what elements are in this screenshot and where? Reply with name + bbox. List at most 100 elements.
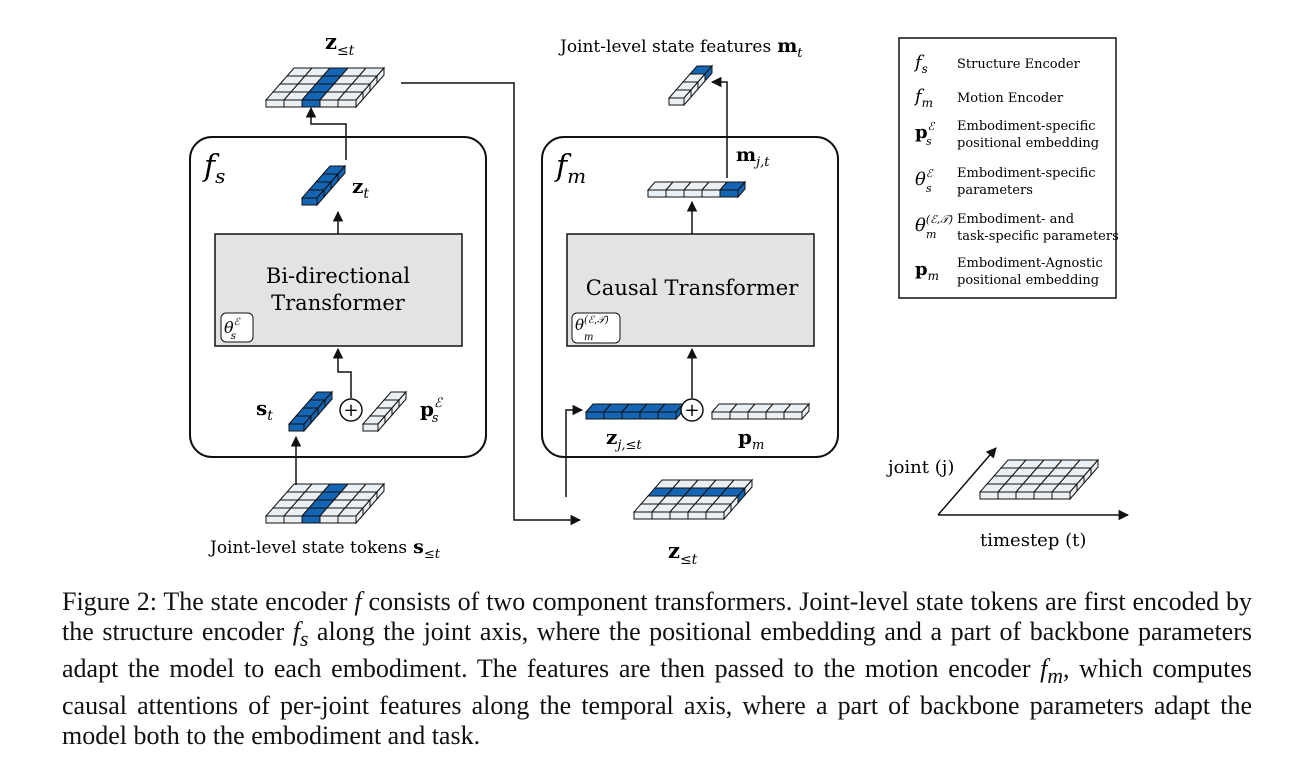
transformer-line2: Transformer bbox=[271, 291, 406, 315]
pm-embedding-bar bbox=[710, 402, 811, 421]
pm-bar-front bbox=[729, 411, 749, 420]
right-bottom-grid-front bbox=[633, 511, 653, 520]
legend-text: Embodiment-specific bbox=[957, 166, 1096, 181]
zt-label-sub: t bbox=[363, 186, 369, 202]
figure-caption: Figure 2: The state encoder f consists o… bbox=[62, 587, 1252, 751]
arrow-grid-to-zj bbox=[565, 404, 584, 497]
zt-label: z bbox=[352, 174, 363, 198]
motion-encoder-frame bbox=[541, 136, 839, 458]
zj-bar-front bbox=[621, 411, 641, 420]
mjt-label-sub: j,t bbox=[753, 155, 770, 170]
bottom-grid-sub: ≤t bbox=[424, 547, 441, 562]
mjt-bar-front bbox=[719, 189, 739, 198]
feature-stack-front bbox=[668, 97, 685, 106]
left-bottom-grid-side bbox=[376, 482, 385, 501]
top-features-math: m bbox=[777, 35, 797, 57]
svg-text:zj,≤t: zj,≤t bbox=[606, 425, 642, 453]
right-bottom-grid-front bbox=[705, 511, 725, 520]
bottom-grid-math: s bbox=[413, 536, 424, 558]
legend-text: Embodiment-specific bbox=[957, 119, 1096, 134]
ps-bar-front bbox=[362, 423, 379, 432]
caption-m2: f bbox=[292, 617, 300, 646]
theta-s-tag: θ bbox=[224, 318, 234, 337]
legend-text: Motion Encoder bbox=[957, 91, 1064, 106]
svg-text:pℰs: pℰs bbox=[420, 396, 443, 426]
st-bar-front bbox=[288, 423, 305, 432]
caption-p4: , which computes causal attentions of pe… bbox=[62, 654, 1253, 751]
right-bottom-grid-front bbox=[669, 511, 689, 520]
legend-text-2: task-specific parameters bbox=[957, 229, 1119, 244]
structure-encoder-frame bbox=[189, 136, 487, 458]
svg-text:fm: fm bbox=[554, 149, 586, 188]
svg-text:st: st bbox=[256, 396, 273, 424]
ps-label-sup: ℰ bbox=[434, 396, 443, 411]
axes-example-grid-front bbox=[997, 491, 1017, 500]
pm-bar-front bbox=[783, 411, 803, 420]
legend-text: Embodiment-Agnostic bbox=[957, 256, 1103, 271]
svg-text:z≤t: z≤t bbox=[325, 29, 355, 59]
zj-label: z bbox=[606, 425, 617, 449]
pm-bar-side bbox=[801, 402, 810, 421]
left-bottom-grid-front bbox=[337, 515, 357, 524]
zj-bar-front bbox=[639, 411, 659, 420]
theta-s-tag-sub: s bbox=[231, 331, 236, 342]
svg-text:zt: zt bbox=[352, 174, 369, 202]
caption-m1: f bbox=[354, 587, 362, 616]
right-bottom-grid-side bbox=[744, 478, 753, 497]
mjt-label: m bbox=[736, 144, 756, 166]
st-label-sub: t bbox=[267, 408, 273, 424]
top-grid-sub: ≤t bbox=[337, 43, 355, 59]
axes-example-grid-front bbox=[1051, 491, 1071, 500]
st-bar-side bbox=[324, 390, 333, 409]
svg-text:θ(ℰ,𝒯)m: θ(ℰ,𝒯)m bbox=[575, 315, 609, 343]
timestep-axis-label: timestep (t) bbox=[980, 530, 1086, 551]
legend-text-2: positional embedding bbox=[957, 136, 1099, 151]
arrow-top-grid-to-right-grid bbox=[401, 82, 582, 526]
pm-bar-front bbox=[765, 411, 785, 420]
left-top-grid-side bbox=[376, 66, 385, 85]
ps-bar-side bbox=[398, 390, 407, 409]
arrow-mjt-to-features bbox=[710, 76, 728, 178]
fs-name-sub: s bbox=[215, 164, 225, 188]
right-bottom-grid-front bbox=[687, 511, 707, 520]
zt-token-bar bbox=[300, 164, 347, 207]
theta-s-tag-sup: ℰ bbox=[234, 317, 241, 328]
transformer-line1: Bi-directional bbox=[266, 264, 410, 288]
feature-stack-side bbox=[704, 64, 713, 83]
mjt-bar-front bbox=[701, 189, 721, 198]
zt-bar-side bbox=[337, 164, 346, 183]
arrow-add-to-transformer bbox=[332, 347, 352, 398]
mjt-bar-side bbox=[737, 180, 746, 199]
legend-text: Structure Encoder bbox=[957, 57, 1081, 72]
legend-text-2: parameters bbox=[957, 183, 1033, 198]
svg-text:fs: fs bbox=[202, 149, 225, 188]
zt-bar-front bbox=[301, 197, 318, 206]
arrow-zt-to-top-grid bbox=[305, 106, 347, 160]
ps-label: p bbox=[420, 397, 434, 421]
right-bottom-grid-sub: ≤t bbox=[680, 552, 698, 568]
left-top-grid-front bbox=[337, 99, 357, 108]
right-top-feature-stack bbox=[667, 64, 714, 107]
caption-m2-sub: s bbox=[299, 627, 309, 652]
right-bottom-grid bbox=[632, 478, 754, 521]
legend-text-2: positional embedding bbox=[957, 273, 1099, 288]
svg-text:θℰs: θℰs bbox=[224, 317, 241, 342]
fm-name-sub: m bbox=[567, 164, 586, 188]
left-bottom-grid-front bbox=[319, 515, 339, 524]
mjt-bar-front bbox=[647, 189, 667, 198]
svg-text:z≤t: z≤t bbox=[668, 538, 698, 568]
mjt-token-bar bbox=[646, 180, 747, 199]
svg-text:pm: pm bbox=[738, 425, 764, 453]
right-bottom-grid-label: z bbox=[668, 538, 680, 563]
axes-example-grid bbox=[978, 458, 1100, 501]
axes-example-grid-side bbox=[1090, 458, 1099, 477]
left-bottom-grid bbox=[264, 482, 386, 525]
caption-p3: along the joint axis, where the position… bbox=[62, 617, 1252, 684]
legend-text: Embodiment- and bbox=[957, 212, 1074, 227]
pm-bar-front bbox=[747, 411, 767, 420]
legend-box bbox=[898, 37, 1117, 299]
